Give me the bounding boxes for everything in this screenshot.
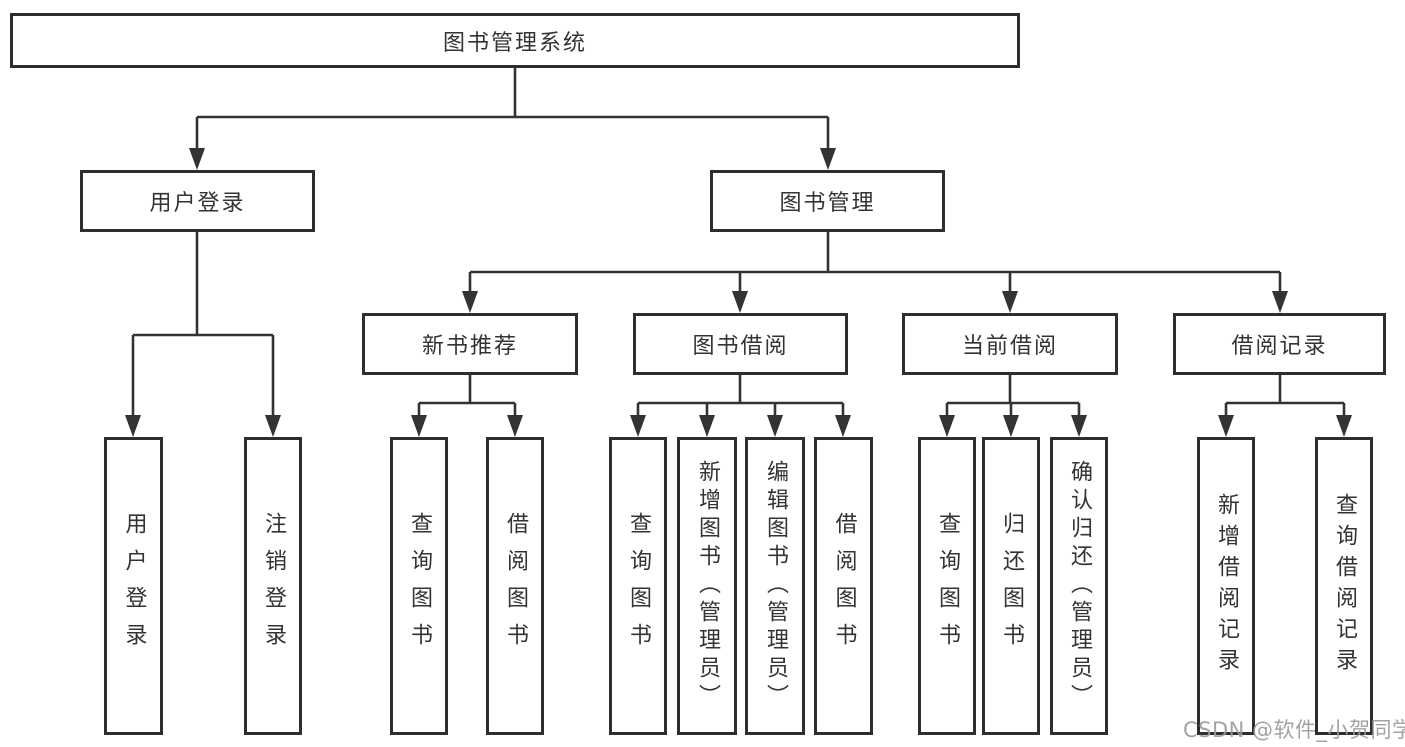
leaf-user-login: 用户登录 [104,437,163,735]
leaf-bb-query-books: 查询图书 [609,437,667,735]
leaf-br-add-record: 新增借阅记录 [1197,437,1255,735]
leaf-logout: 注销登录 [244,437,302,735]
leaf-nb-borrow-books: 借阅图书 [486,437,544,735]
node-current-borrowing: 当前借阅 [902,313,1118,375]
leaf-bb-add-books-admin: 新增图书（管理员） [677,437,737,735]
leaf-cb-return-books: 归还图书 [982,437,1040,735]
node-book-management: 图书管理 [710,170,945,232]
leaf-nb-query-books: 查询图书 [390,437,448,735]
leaf-cb-confirm-return-admin: 确认归还（管理员） [1050,437,1108,735]
node-new-book-recommend: 新书推荐 [362,313,578,375]
leaf-bb-borrow-books: 借阅图书 [814,437,873,735]
leaf-bb-edit-books-admin: 编辑图书（管理员） [745,437,805,735]
node-book-borrowing: 图书借阅 [633,313,848,375]
leaf-br-query-record: 查询借阅记录 [1315,437,1373,735]
arrowheads [125,148,1352,437]
csdn-watermark: CSDN @软件_小贺同学 [1183,718,1405,742]
node-user-login: 用户登录 [80,170,315,232]
node-borrowing-records: 借阅记录 [1173,313,1386,375]
connector-lines [131,68,1346,421]
node-root-library-system: 图书管理系统 [10,13,1020,68]
leaf-cb-query-books: 查询图书 [918,437,976,735]
